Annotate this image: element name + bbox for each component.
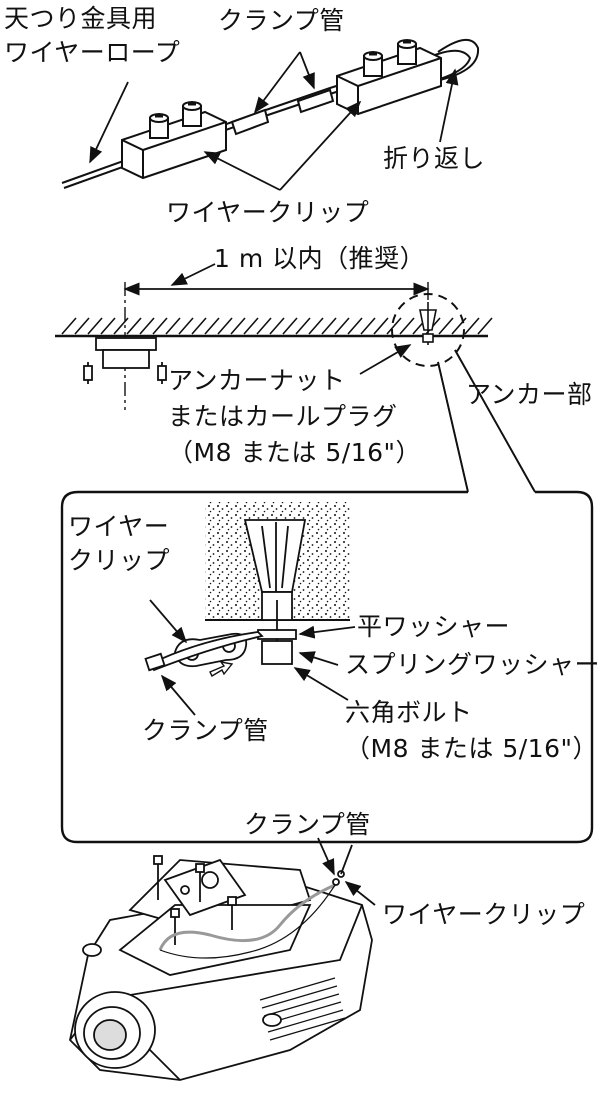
label-hex-bolt-line1: 六角ボルト	[345, 698, 473, 727]
label-anchor-nut-line1: アンカーナット	[168, 366, 346, 395]
wire-rope-assembly	[61, 39, 480, 189]
ceiling-hatch-line	[191, 317, 207, 335]
clamp-tube-sleeves	[230, 88, 335, 136]
leaders-section-4	[317, 837, 376, 906]
label-detail-wire-clip-line2: クリップ	[68, 546, 171, 575]
label-hex-bolt-line2: （M8 または 5/16"）	[345, 734, 599, 763]
ceiling-hatch-line	[308, 317, 324, 335]
leaders-section-1	[89, 51, 459, 191]
ceiling-section	[55, 263, 536, 493]
ceiling-hatch-line	[386, 317, 402, 335]
ceiling-bracket	[83, 337, 167, 384]
ceiling-hatch-line	[243, 317, 259, 335]
ceiling-hatch-line	[204, 317, 220, 335]
detail-box	[60, 349, 594, 844]
label-ceiling-fixture-line1: 天つり金具用	[4, 4, 158, 33]
label-detail-clamp-tube: クランプ管	[142, 716, 269, 745]
label-detail-wire-clip-line1: ワイヤー	[68, 512, 170, 541]
label-ceiling-fixture-line2: ワイヤーロープ	[4, 38, 181, 67]
ceiling-hatch-line	[321, 317, 337, 335]
ceiling-hatch-line	[217, 317, 233, 335]
label-distance: 1 m 以内（推奨）	[214, 244, 426, 273]
ceiling-hatch-line	[269, 317, 285, 335]
anchor-nut	[419, 302, 437, 345]
ceiling-hatch-line	[100, 317, 116, 335]
ceiling-hatch-line	[152, 317, 168, 335]
direction-arrow	[209, 660, 234, 677]
ceiling-hatch-line	[399, 317, 415, 335]
label-spring-washer: スプリングワッシャー	[345, 650, 601, 679]
label-anchor-part: アンカー部	[466, 380, 593, 409]
ceiling-hatch-line	[477, 317, 493, 335]
anchor-highlight-circle	[391, 293, 465, 367]
ceiling-hatch-line	[334, 317, 350, 335]
ceiling-hatch-line	[126, 317, 142, 335]
ceiling-hatch-line	[256, 317, 272, 335]
wire-clip-right	[336, 39, 442, 116]
label-bottom-wire-clip: ワイヤークリップ	[382, 900, 586, 929]
anchor-in-concrete	[243, 519, 307, 665]
label-wire-clip-top: ワイヤークリップ	[166, 198, 370, 227]
ceiling-hatch-line	[178, 317, 194, 335]
ceiling-hatch-line	[87, 317, 103, 335]
label-fold-back: 折り返し	[383, 144, 486, 173]
ceiling-hatch-line	[139, 317, 155, 335]
ceiling-hatch-line	[230, 317, 246, 335]
ceiling-hatch-line	[295, 317, 311, 335]
ceiling-hatch-line	[438, 317, 454, 335]
ceiling-hatch-line	[360, 317, 376, 335]
label-flat-washer: 平ワッシャー	[357, 612, 511, 641]
ceiling-hatch-line	[165, 317, 181, 335]
ceiling-hatch-line	[464, 317, 480, 335]
label-clamp-tube-top: クランプ管	[218, 6, 345, 35]
ceiling-hatch-line	[61, 317, 77, 335]
label-anchor-nut-line3: （M8 または 5/16"）	[168, 438, 422, 467]
label-bottom-clamp-tube: クランプ管	[244, 810, 371, 839]
ceiling-hatch-line	[282, 317, 298, 335]
wire-clip-left	[121, 101, 227, 180]
ceiling-hatch-line	[373, 317, 389, 335]
projector-drawing	[69, 844, 373, 1081]
ceiling-hatch-line	[347, 317, 363, 335]
label-anchor-nut-line2: またはカールプラグ	[168, 402, 398, 431]
detail-wire-clip	[144, 631, 264, 672]
ceiling-hatch-line	[74, 317, 90, 335]
ceiling-hatch-line	[113, 317, 129, 335]
